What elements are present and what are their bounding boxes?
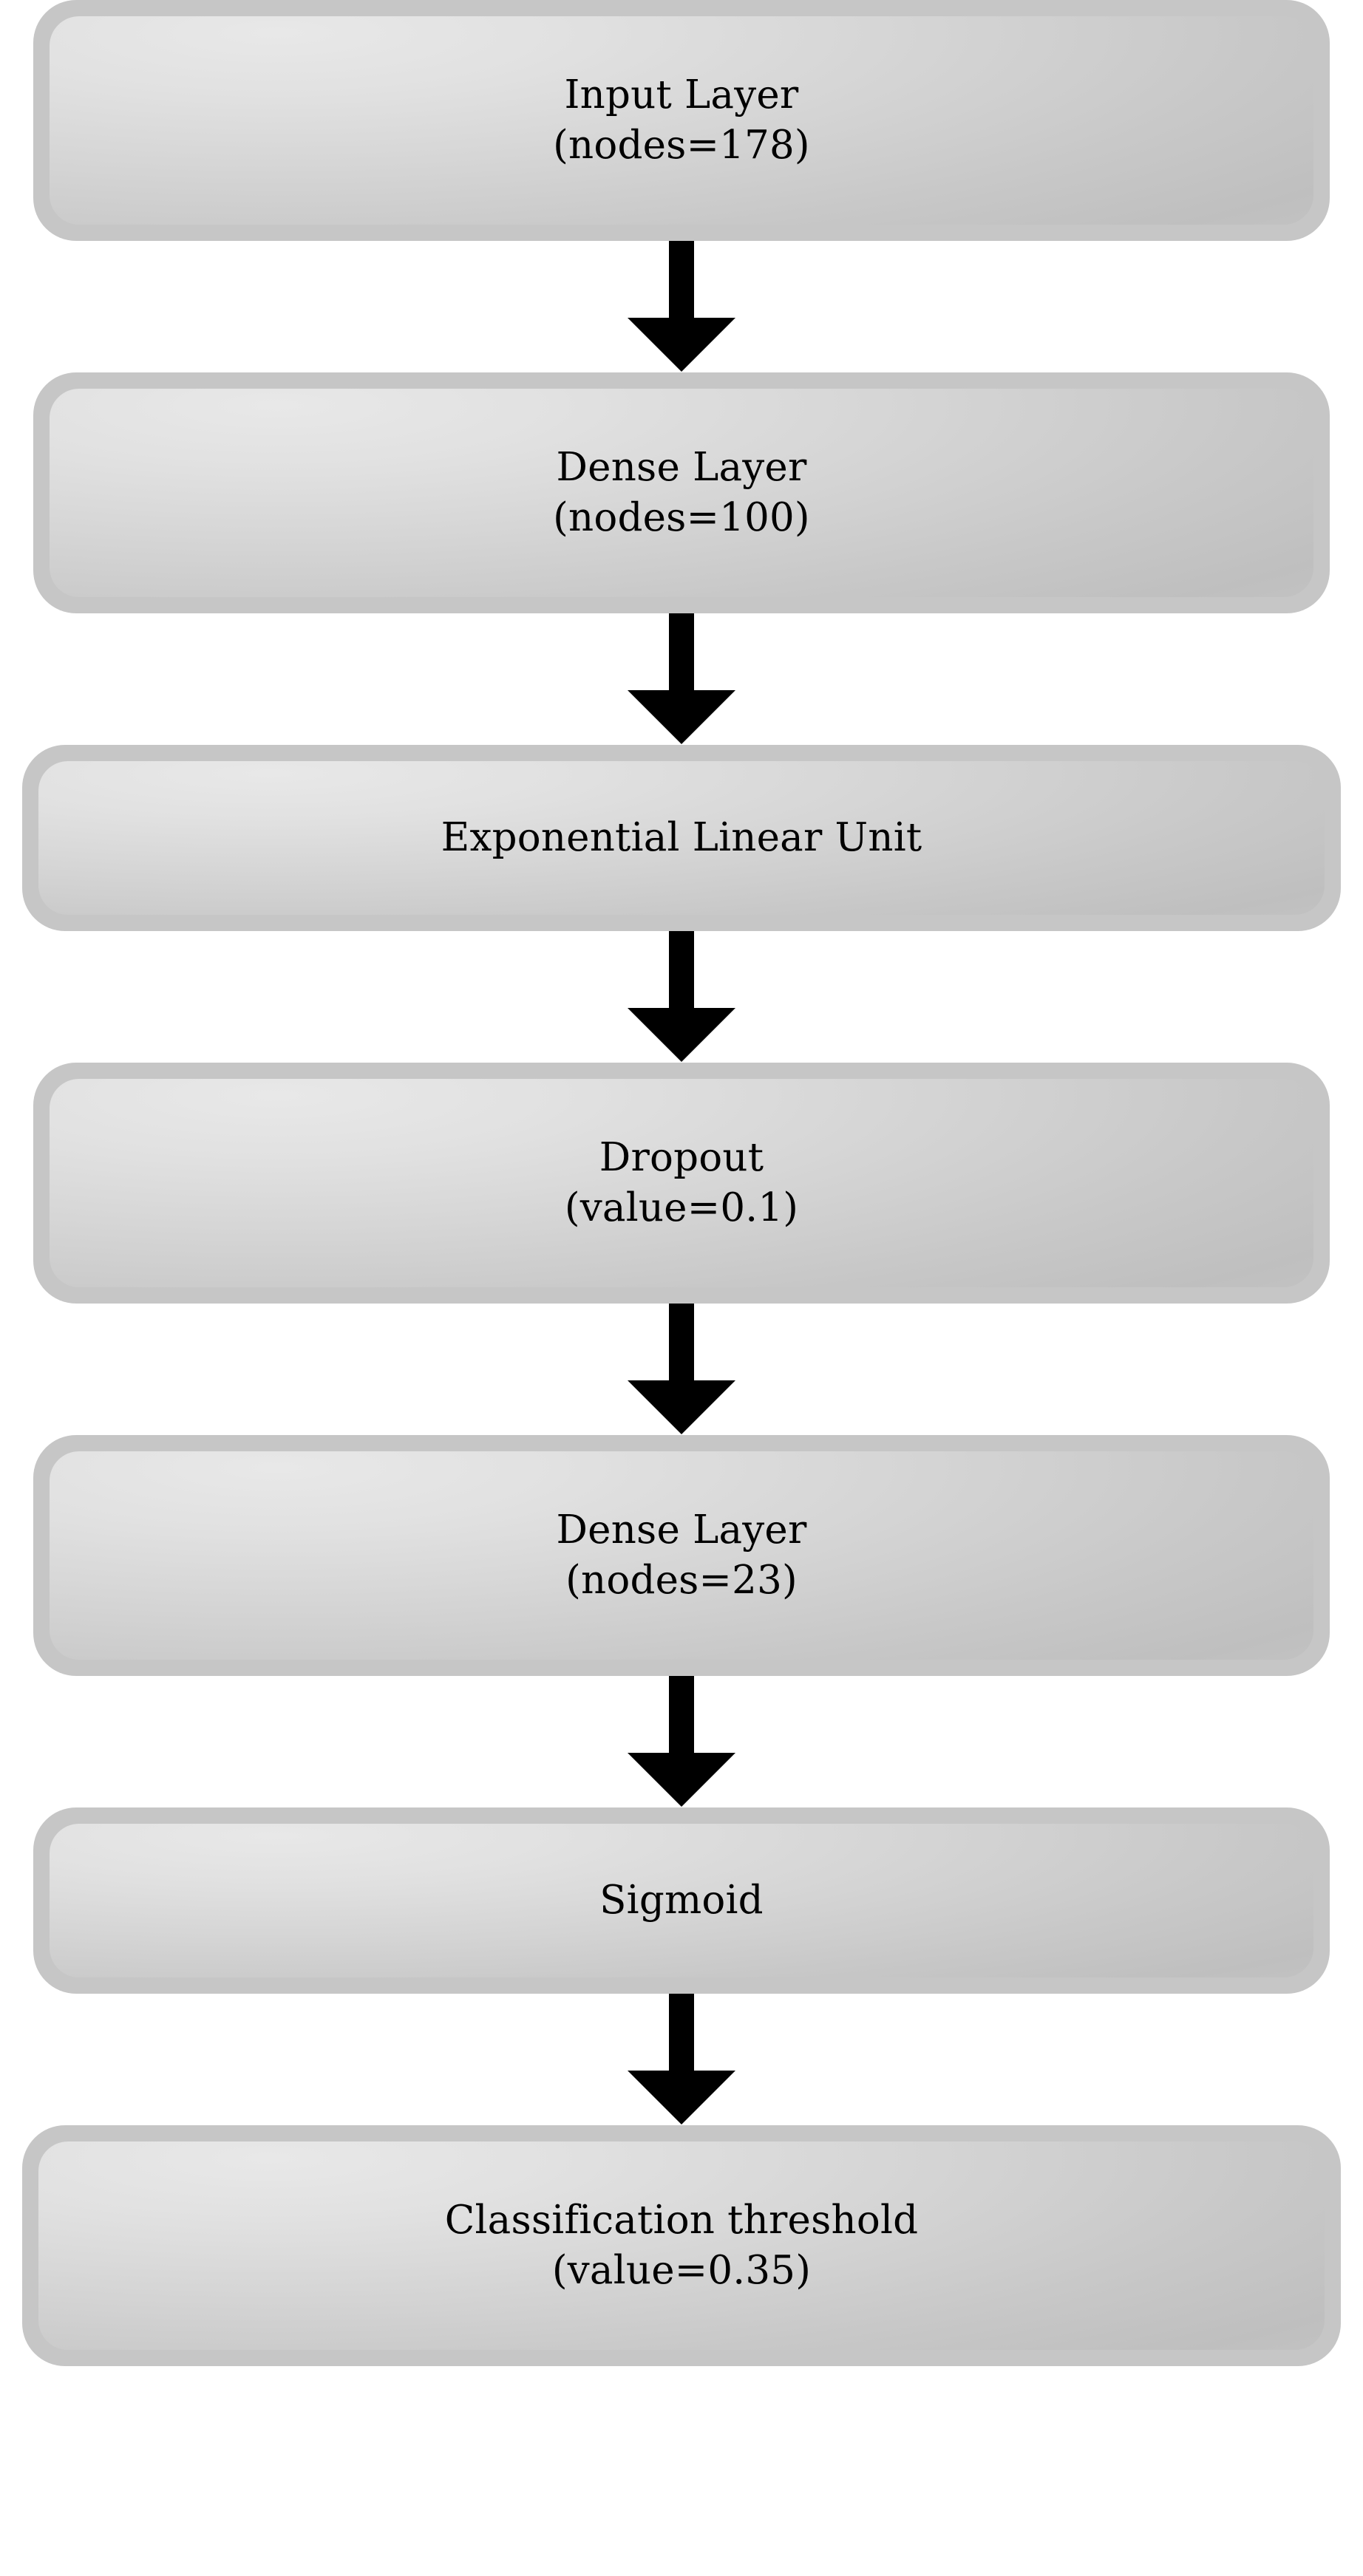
node-panel: Dense Layer(nodes=100) (50, 389, 1313, 597)
node-label-primary: Dense Layer (556, 1507, 807, 1553)
connector-arrow-2 (626, 613, 737, 745)
connector-arrow-5 (626, 1676, 737, 1807)
node-label-primary: Dense Layer (556, 445, 807, 491)
arrow-glyph (628, 1994, 735, 2124)
node-panel: Classification threshold (value=0.35) (38, 2141, 1325, 2350)
node-input-layer: Input Layer (nodes=178) (33, 0, 1330, 241)
node-label-secondary: (nodes=23) (565, 1558, 798, 1603)
node-label-primary: Exponential Linear Unit (441, 815, 922, 861)
arrow-glyph (628, 931, 735, 1062)
arrow-glyph (628, 1304, 735, 1434)
node-panel: Dense Layer (nodes=23) (50, 1451, 1313, 1660)
node-classification-threshold: Classification threshold (value=0.35) (22, 2125, 1341, 2366)
node-label-secondary: (value=0.35) (551, 2248, 812, 2293)
node-label-primary: Dropout (599, 1135, 764, 1181)
connector-arrow-3 (626, 931, 737, 1063)
node-panel: Input Layer (nodes=178) (50, 16, 1313, 225)
node-panel: Sigmoid (50, 1824, 1313, 1977)
node-label-primary: Classification threshold (444, 2198, 919, 2243)
node-label-secondary: (nodes=178) (553, 123, 810, 168)
arrow-glyph (628, 613, 735, 744)
node-exponential-linear-unit: Exponential Linear Unit (22, 745, 1341, 931)
node-label-primary: Sigmoid (599, 1878, 764, 1924)
node-panel: Exponential Linear Unit (38, 761, 1325, 915)
node-label-primary: Input Layer (564, 72, 799, 118)
node-sigmoid: Sigmoid (33, 1807, 1330, 1994)
node-dense-layer-100: Dense Layer(nodes=100) (33, 372, 1330, 613)
node-dropout: Dropout(value=0.1) (33, 1063, 1330, 1304)
node-panel: Dropout(value=0.1) (50, 1079, 1313, 1287)
arrow-glyph (628, 241, 735, 372)
node-dense-layer-23: Dense Layer (nodes=23) (33, 1435, 1330, 1676)
node-label-secondary: (nodes=100) (553, 495, 810, 540)
connector-arrow-6 (626, 1994, 737, 2125)
connector-arrow-1 (626, 241, 737, 372)
connector-arrow-4 (626, 1304, 737, 1435)
arrow-glyph (628, 1676, 735, 1807)
node-label-secondary: (value=0.1) (564, 1185, 799, 1230)
